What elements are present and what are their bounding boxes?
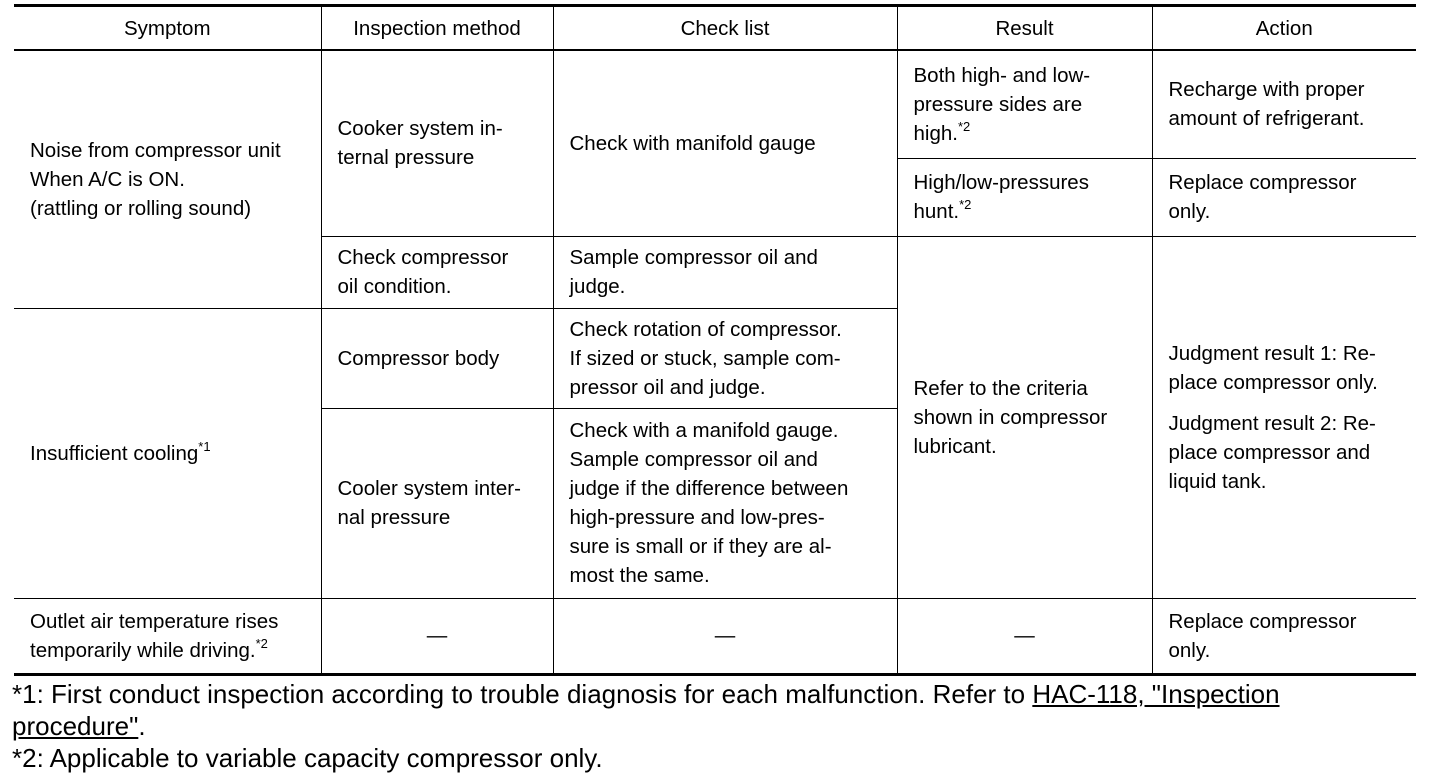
footnote-ref: *1 [198,438,211,454]
action-recharge-cell: Recharge with proper amount of refrigera… [1151,49,1416,159]
method-cooker-line1: Cooker system in- [337,117,503,141]
method-dash-cell: — [320,597,554,676]
method-oil-line1: Check compressor [337,246,509,269]
action-recharge-line2: amount of refrigerant. [1168,107,1365,131]
action-judgment2-line3: liquid tank. [1168,469,1267,493]
footnote-ref: *2 [959,197,972,212]
result-refer-criteria-cell: Refer to the criteria shown in compresso… [896,235,1153,599]
check-manifold-line6: most the same. [569,564,710,587]
footnote-ref: *2 [255,635,268,651]
footnote-2: *2: Applicable to variable capacity comp… [12,743,603,773]
header-action: Action [1151,4,1416,51]
result-dash-cell: — [896,597,1153,676]
result-both-high-line3: high.*2 [914,119,1140,148]
result-hunt-line1: High/low-pressures [913,171,1089,194]
header-row: Symptom Inspection method Check list Res… [14,4,1416,51]
action-judgment1-line1: Judgment result 1: Re- [1168,341,1376,365]
header-inspection-method: Inspection method [320,4,554,51]
symptom-outlet-temp-cell: Outlet air temperature rises temporarily… [14,597,322,676]
table-row: Noise from compressor unit When A/C is O… [14,49,1416,309]
method-cooker-line2: ternal pressure [337,146,475,170]
symptom-noise-line2: When A/C is ON. [30,167,185,191]
footnote-1-text: *1: First conduct inspection according t… [12,679,1033,709]
method-cooler-pressure-cell: Cooler system inter- nal pressure [320,407,554,599]
inspection-procedure-link[interactable]: HAC-118, "Inspection [1032,679,1280,709]
action-judgment2-line1: Judgment result 2: Re- [1168,411,1376,435]
method-oil-line2: oil condition. [337,275,452,298]
footnotes: *1: First conduct inspection according t… [12,678,1432,774]
symptom-outlet-line2: temporarily while driving.*2 [30,636,309,665]
check-rotation-line2: If sized or stuck, sample com- [569,346,841,370]
check-manifold-line4: high-pressure and low-pres- [569,506,825,529]
table-row: High/low-pressures hunt.*2 Replace compr… [14,157,1416,237]
check-manifold-line5: sure is small or if they are al- [569,535,832,558]
result-both-high-text: high. [913,121,958,145]
footnote-1-end: . [138,711,146,741]
action-recharge-line1: Recharge with proper [1168,78,1365,102]
header-check-list: Check list [552,4,898,51]
result-both-high-line1: Both high- and low- [913,63,1091,87]
check-manifold-sample-cell: Check with a manifold gauge. Sample comp… [552,407,898,599]
footnote-1: *1: First conduct inspection according t… [12,678,1432,710]
method-cooler-line1: Cooler system inter- [337,477,521,500]
table-row: Insufficient cooling*1 Compressor body C… [14,307,1416,599]
check-manifold-line2: Sample compressor oil and [569,448,818,471]
check-manifold-line1: Check with a manifold gauge. [569,419,839,442]
result-refer-line3: lubricant. [913,434,997,458]
check-rotation-cell: Check rotation of compressor. If sized o… [552,307,898,409]
result-hunt-text: hunt. [913,200,960,223]
symptom-noise-line3: (rattling or rolling sound) [30,196,252,220]
footnote-1-cont: procedure". [12,710,1432,742]
spacer [1169,397,1405,409]
header-symptom: Symptom [14,4,322,51]
result-hunt-line2: hunt.*2 [914,197,1140,226]
check-sample-oil-line2: judge. [569,275,626,298]
method-cooler-line2: nal pressure [337,506,451,529]
symptom-noise-line1: Noise from compressor unit [30,138,281,162]
action-replace-line1: Replace compressor [1168,171,1357,194]
result-both-high-line2: pressure sides are [913,92,1083,116]
inspection-procedure-link-cont[interactable]: procedure" [12,711,139,741]
result-refer-line1: Refer to the criteria [913,376,1088,400]
result-both-high-cell: Both high- and low- pressure sides are h… [896,49,1153,159]
table-row: Outlet air temperature rises temporarily… [14,597,1416,676]
check-sample-oil-line1: Sample compressor oil and [569,246,818,269]
table-row: Check compressor oil condition. Sample c… [14,235,1416,599]
symptom-noise-cell: Noise from compressor unit When A/C is O… [14,49,322,309]
diagnosis-table: Symptom Inspection method Check list Res… [14,4,1416,676]
table-row: Cooler system inter- nal pressure Check … [14,407,1416,599]
result-hunt-cell: High/low-pressures hunt.*2 [896,157,1153,237]
check-rotation-line1: Check rotation of compressor. [569,317,842,341]
symptom-insufficient-cooling-cell: Insufficient cooling*1 [14,307,322,599]
symptom-outlet-text: temporarily while driving. [30,638,256,662]
action-judgment-cell: Judgment result 1: Re- place compressor … [1151,235,1416,599]
footnote-ref: *2 [957,118,971,134]
action-outlet-line1: Replace compressor [1168,609,1357,633]
action-judgment2-line2: place compressor and [1168,440,1371,464]
header-result: Result [896,4,1153,51]
check-manifold-line3: judge if the difference between [569,477,849,500]
action-replace-compressor-cell: Replace compressor only. [1151,157,1416,237]
check-manifold-gauge-cell: Check with manifold gauge [552,49,898,237]
check-dash-cell: — [552,597,898,676]
symptom-outlet-line1: Outlet air temperature rises [30,609,279,633]
symptom-insufficient-cooling-text: Insufficient cooling [30,441,199,465]
check-sample-oil-cell: Sample compressor oil and judge. [552,235,898,309]
method-oil-condition-cell: Check compressor oil condition. [320,235,554,309]
result-refer-line2: shown in compressor [913,405,1108,429]
action-outlet-line2: only. [1168,638,1211,662]
action-judgment1-line2: place compressor only. [1168,370,1378,394]
method-cooker-pressure-cell: Cooker system in- ternal pressure [320,49,554,237]
action-replace-line2: only. [1168,200,1211,223]
check-rotation-line3: pressor oil and judge. [569,375,766,399]
method-compressor-body-cell: Compressor body [320,307,554,409]
action-replace-compressor-outlet-cell: Replace compressor only. [1151,597,1416,676]
